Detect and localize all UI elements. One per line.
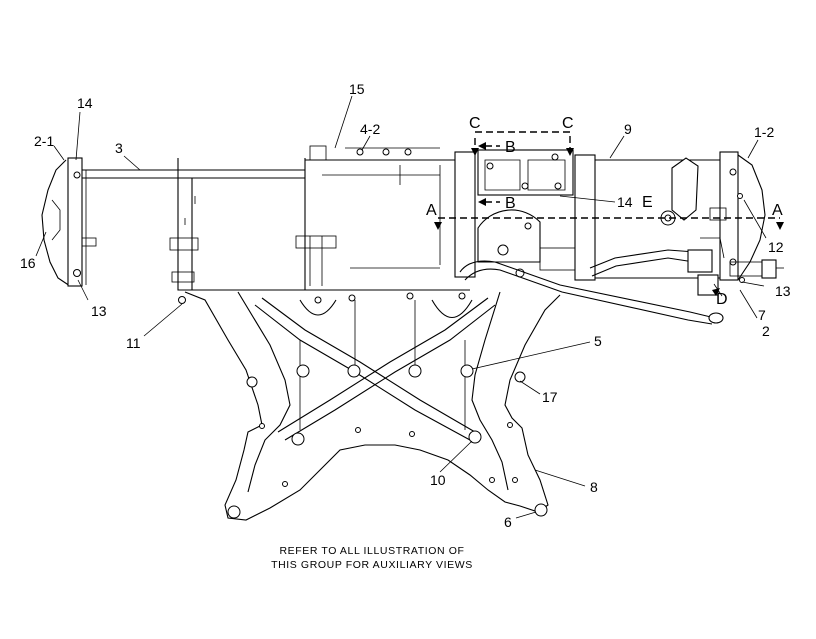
callout-4-2: 4-2 bbox=[360, 121, 380, 137]
callout-10: 10 bbox=[430, 472, 446, 488]
view-b-top: B bbox=[505, 139, 516, 156]
callout-16: 16 bbox=[20, 255, 36, 271]
view-a-left: A bbox=[426, 202, 437, 219]
footnote-line-1: REFER TO ALL ILLUSTRATION OF bbox=[279, 545, 464, 557]
callout-9: 9 bbox=[624, 121, 632, 137]
callout-13-left: 13 bbox=[91, 303, 107, 319]
callout-12: 12 bbox=[768, 239, 784, 255]
view-a-right: A bbox=[772, 202, 783, 219]
callout-14-left: 14 bbox=[77, 95, 93, 111]
view-letters: A A B B C C D E bbox=[426, 115, 783, 308]
support-stand bbox=[178, 291, 561, 521]
callout-3: 3 bbox=[115, 140, 123, 156]
callout-1-2: 1-2 bbox=[754, 124, 774, 140]
callout-6: 6 bbox=[504, 514, 512, 530]
callout-11: 11 bbox=[126, 335, 141, 351]
callout-17: 17 bbox=[542, 389, 558, 405]
callout-5: 5 bbox=[594, 333, 602, 349]
frame-rail bbox=[82, 145, 470, 291]
view-d: D bbox=[716, 291, 728, 308]
callout-13-right: 13 bbox=[775, 283, 791, 299]
callout-labels: 2-1 14 3 16 13 11 15 4-2 9 1-2 14 12 13 … bbox=[20, 81, 791, 530]
view-c-left: C bbox=[469, 115, 481, 132]
right-assembly bbox=[454, 149, 784, 325]
left-end-cap bbox=[41, 157, 97, 287]
view-c-right: C bbox=[562, 115, 574, 132]
callout-8: 8 bbox=[590, 479, 598, 495]
view-indicators bbox=[434, 131, 784, 297]
callout-15: 15 bbox=[349, 81, 365, 97]
callout-7: 7 bbox=[758, 307, 766, 323]
leader-lines bbox=[35, 95, 767, 519]
footnote-line-2: THIS GROUP FOR AUXILIARY VIEWS bbox=[271, 559, 473, 571]
callout-2-right: 2 bbox=[762, 323, 770, 339]
callout-2-1: 2-1 bbox=[34, 133, 54, 149]
footnote: REFER TO ALL ILLUSTRATION OF THIS GROUP … bbox=[271, 545, 473, 571]
callout-14-right: 14 bbox=[617, 194, 633, 210]
view-e: E bbox=[642, 194, 653, 211]
view-b-bottom: B bbox=[505, 195, 516, 212]
